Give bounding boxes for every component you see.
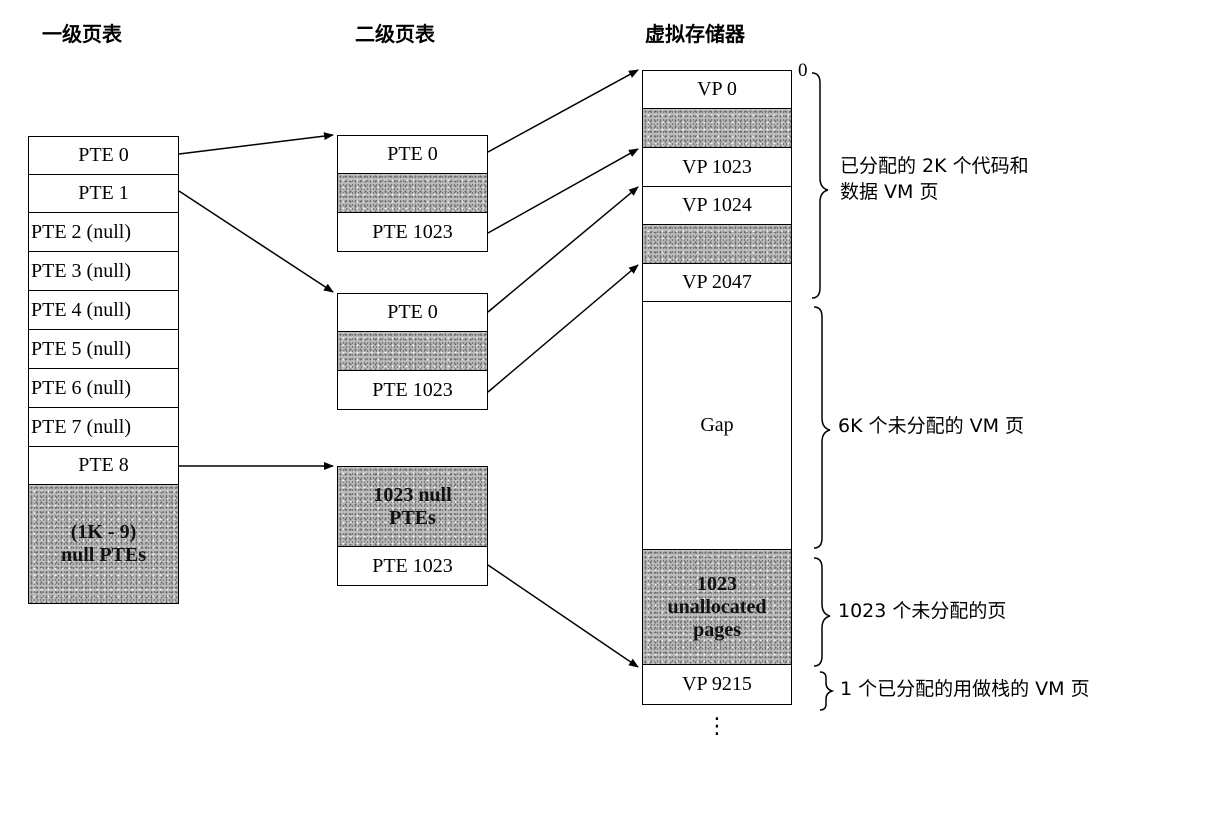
brace-unallocated-gap [813, 306, 831, 549]
brace-stack-page [819, 671, 835, 711]
table-entry: PTE 5 (null) [29, 330, 178, 369]
level2-page-table-1: PTE 0 PTE 1023 [337, 293, 488, 410]
shaded-entry [338, 332, 487, 371]
arrow-pte0-to-l2-0 [178, 132, 334, 155]
table-entry: PTE 0 [29, 137, 178, 175]
continuation-ellipsis: ⋮ [706, 714, 728, 739]
table-entry: VP 0 [643, 71, 791, 109]
annotation-unallocated-gap: 6K 个未分配的 VM 页 [838, 415, 1025, 437]
shaded-entry: 1023 null PTEs [338, 467, 487, 547]
table-entry: PTE 4 (null) [29, 291, 178, 330]
arrow-l2-0-pte1023-to-vp1023 [487, 148, 639, 234]
table-entry: PTE 3 (null) [29, 252, 178, 291]
shaded-entry [643, 109, 791, 148]
brace-allocated-code-data [811, 72, 829, 299]
shaded-entry [338, 174, 487, 213]
table-entry: VP 1024 [643, 187, 791, 225]
table-entry: Gap [643, 302, 791, 550]
vm-start-address: 0 [798, 60, 808, 81]
arrow-l2-1-pte1023-to-vp2047 [487, 264, 639, 393]
table-entry: VP 1023 [643, 148, 791, 187]
table-entry: PTE 7 (null) [29, 408, 178, 447]
arrow-l2-2-pte1023-to-vp9215 [487, 564, 639, 668]
table-entry: PTE 8 [29, 447, 178, 485]
table-entry: VP 2047 [643, 264, 791, 302]
table-entry: PTE 1023 [372, 220, 453, 243]
table-entry: PTE 2 (null) [29, 213, 178, 252]
table-entry: PTE 1023 [372, 554, 453, 577]
table-entry: PTE 0 [338, 294, 487, 332]
level2-page-table-0: PTE 0 PTE 1023 [337, 135, 488, 252]
shaded-entry: (1K - 9) null PTEs [29, 485, 178, 603]
level1-page-table-title: 一级页表 [42, 22, 122, 46]
table-entry: VP 9215 [682, 673, 752, 695]
virtual-memory-title: 虚拟存储器 [645, 22, 745, 46]
brace-unallocated-1023 [813, 557, 831, 667]
table-entry: PTE 1023 [372, 378, 453, 401]
arrow-l2-1-pte0-to-vp1024 [487, 186, 639, 313]
annotation-allocated-code-data: 已分配的 2K 个代码和 数据 VM 页 [840, 155, 1029, 203]
annotation-unallocated-1023: 1023 个未分配的页 [838, 600, 1007, 622]
shaded-entry: 1023 unallocated pages [643, 550, 791, 665]
table-entry: PTE 1 [29, 175, 178, 213]
table-entry: PTE 0 [338, 136, 487, 174]
arrow-pte1-to-l2-1 [178, 190, 334, 293]
arrow-l2-0-pte0-to-vp0 [487, 69, 639, 153]
annotation-stack-page: 1 个已分配的用做栈的 VM 页 [840, 678, 1090, 700]
table-entry: PTE 6 (null) [29, 369, 178, 408]
shaded-entry [643, 225, 791, 264]
level2-page-table-title: 二级页表 [355, 22, 435, 46]
